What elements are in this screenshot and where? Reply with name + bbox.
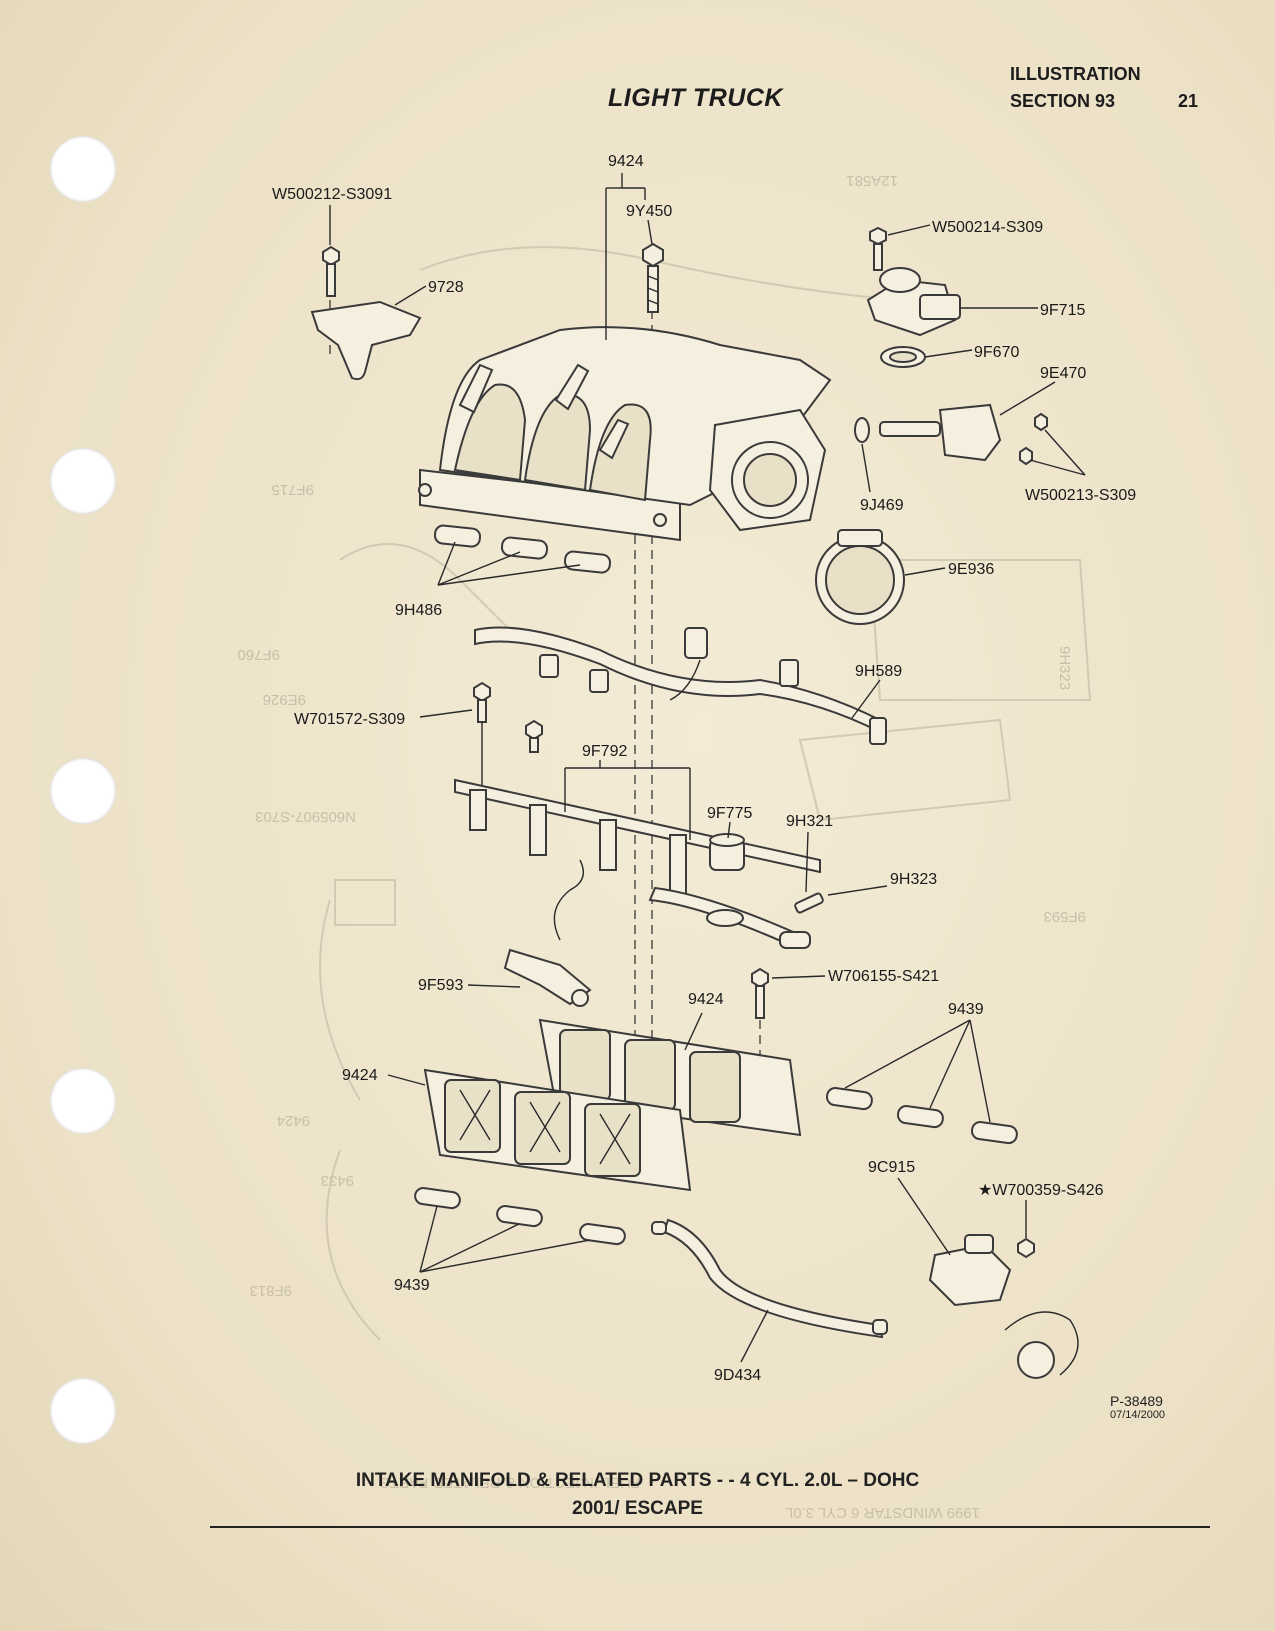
ghost-label: 1999 WINDSTAR 6 CYL 3.0L	[785, 1504, 980, 1521]
bolt-w701572	[473, 681, 491, 790]
bolt-9y450	[642, 242, 664, 313]
callout-9f715: 9F715	[1040, 302, 1085, 319]
callout-w701572-s309: W701572-S309	[294, 711, 405, 728]
seal-9f670-inner	[889, 351, 917, 363]
sensor-9f715	[866, 226, 961, 337]
callout-9h486: 9H486	[395, 602, 442, 619]
callout-9j469: 9J469	[860, 497, 904, 514]
ghost-label: 9H323	[1056, 646, 1073, 690]
callout-w500212-s3091: W500212-S3091	[272, 186, 392, 203]
iac-valve-9e470	[854, 403, 1048, 466]
binder-hole	[50, 136, 116, 202]
callout-9h321: 9H321	[786, 813, 833, 830]
callout-9f670: 9F670	[974, 344, 1019, 361]
leader-lines	[329, 173, 1086, 1363]
ghost-label: FUEL INJECTION & RELATED PARTS	[380, 1474, 640, 1491]
bolt-fuel-rail	[525, 719, 543, 753]
bolt-w500212	[322, 245, 340, 297]
ghost-label: 9F760	[237, 646, 280, 663]
ghost-label: 12A581	[846, 172, 898, 189]
callout-w500213-s309: W500213-S309	[1025, 487, 1136, 504]
page-title: LIGHT TRUCK	[608, 84, 783, 112]
callout-w706155-s421: W706155-S421	[828, 968, 939, 985]
callout-9424-left: 9424	[342, 1067, 378, 1084]
page-number: 21	[1178, 91, 1199, 111]
callout-9h323: 9H323	[890, 871, 937, 888]
bracket-9728	[310, 300, 422, 381]
gaskets-9439-right	[825, 1087, 1018, 1145]
hose-9d434	[651, 1218, 888, 1339]
callout-9728: 9728	[428, 279, 464, 296]
section-label: SECTION 93	[1010, 91, 1116, 111]
callout-9439-bottom: 9439	[394, 1277, 430, 1294]
fuel-injector-9f593	[503, 859, 592, 1007]
bolt-w706155	[751, 967, 769, 1080]
callout-9c915: 9C915	[868, 1159, 915, 1176]
ghost-label: 9F813	[249, 1282, 292, 1299]
pressure-regulator-9f775	[706, 833, 745, 927]
ghost-label: 9424	[277, 1112, 310, 1129]
illustration-reference-number: P-38489	[1110, 1393, 1163, 1409]
gasket-9e936	[815, 529, 905, 625]
callout-9439-right: 9439	[948, 1001, 984, 1018]
ghost-label: N605907-S703	[255, 808, 356, 825]
footer-rule	[210, 1526, 1210, 1528]
binder-hole	[50, 1378, 116, 1444]
callout-9y450: 9Y450	[626, 203, 672, 220]
caption-title: INTAKE MANIFOLD & RELATED PARTS - - 4 CY…	[355, 1470, 920, 1491]
wiring-harness-9h589	[474, 626, 887, 745]
illustration-date: 07/14/2000	[1110, 1409, 1166, 1421]
binder-hole	[50, 448, 116, 514]
sensor-9c915	[928, 1234, 1079, 1379]
caption-model: 2001/ ESCAPE	[572, 1498, 703, 1519]
bleed-through-artwork: 9F715 9F760 9E926 N605907-S703 9H323 9F5…	[237, 172, 1092, 1521]
callout-9424-mid: 9424	[688, 991, 724, 1008]
callout-w700359-s426: ★W700359-S426	[978, 1182, 1104, 1199]
throttle-body	[708, 408, 827, 532]
callout-9f775: 9F775	[707, 805, 752, 822]
gaskets-9h486	[433, 524, 612, 574]
ghost-label: 9433	[321, 1172, 354, 1189]
ghost-label: 9E926	[263, 691, 306, 708]
callout-9f792: 9F792	[582, 743, 627, 760]
callout-9e470: 9E470	[1040, 365, 1086, 382]
ghost-label: 9F715	[271, 481, 314, 498]
callout-9h589: 9H589	[855, 663, 902, 680]
fitting-9h321	[794, 892, 824, 914]
callout-9e936: 9E936	[948, 561, 994, 578]
callout-9d434: 9D434	[714, 1367, 761, 1384]
callout-9f593: 9F593	[418, 977, 463, 994]
binder-hole	[50, 758, 116, 824]
ghost-label: 9F593	[1043, 908, 1086, 925]
illustration-label: ILLUSTRATION	[1010, 64, 1141, 84]
lower-manifold-9424-front	[423, 1068, 692, 1192]
binder-hole	[50, 1068, 116, 1134]
fuel-rail-9f792	[454, 778, 821, 949]
callout-9424-top: 9424	[608, 153, 644, 170]
gaskets-9439-bottom	[414, 1187, 626, 1246]
callout-labels: W500212-S3091 9424 9Y450 W500214-S309 97…	[272, 153, 1136, 1384]
callout-w500214-s309: W500214-S309	[932, 219, 1043, 236]
